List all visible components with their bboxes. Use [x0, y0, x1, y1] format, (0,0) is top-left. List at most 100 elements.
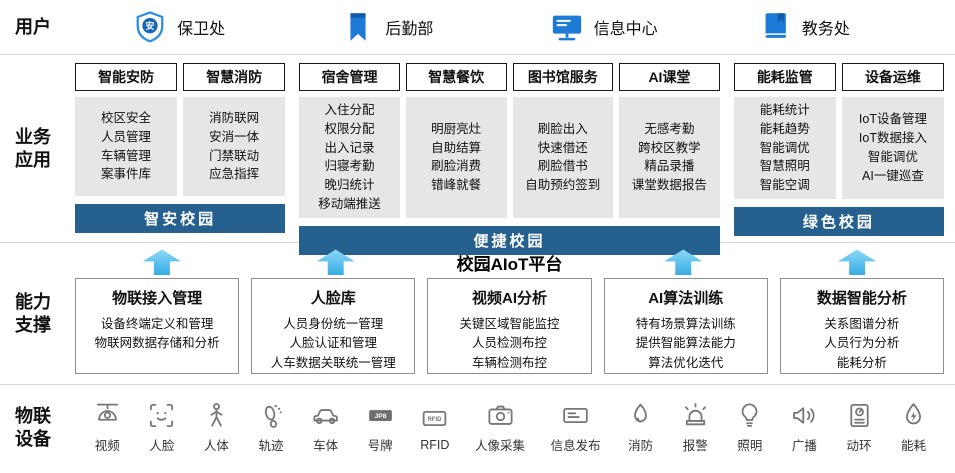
business-strip: 智能安防 校区安全 人员管理 车辆管理 案事件库 智慧消防 消防联网 安消一体 … [66, 55, 955, 255]
business-column-items: 明厨亮灶 自助结算 刷脸消费 错峰就餐 [405, 97, 507, 218]
device-item-track: 轨迹 [257, 401, 286, 454]
section-label-capability: 能力支撑 [15, 292, 51, 335]
user-label: 保卫处 [177, 21, 226, 38]
platform-box-title: 视频AI分析 [472, 289, 548, 307]
business-column-smart-fire: 智慧消防 消防联网 安消一体 门禁联动 应急指挥 [183, 63, 286, 196]
device-label: 动环 [846, 439, 872, 453]
business-column-header: 图书馆服务 [512, 63, 614, 91]
device-label: 信息发布 [550, 439, 601, 453]
up-arrow-icon [316, 249, 355, 276]
business-column-device-ops: 设备运维 IoT设备管理 IoT数据接入 智能调优 AI一键巡查 [841, 63, 944, 199]
env-monitor-icon [849, 403, 869, 428]
speaker-icon [793, 407, 815, 424]
device-label: 人体 [203, 439, 229, 453]
device-label: 轨迹 [258, 439, 284, 453]
platform-boxes: 物联接入管理 设备终端定义和管理 物联网数据存储和分析 人脸库 人员身份统一管理… [75, 277, 945, 374]
capability-row: 能力支撑 校园AIoT平台 物联接入管理 设备终端定义和管理 物联网数据存储和分… [0, 242, 955, 384]
device-item-env-monitor: 动环 [845, 401, 874, 454]
platform-strip: 校园AIoT平台 物联接入管理 设备终端定义和管理 物联网数据存储和分析 人脸库… [66, 243, 955, 384]
device-label: 人像采集 [475, 439, 526, 453]
business-column-header: 宿舍管理 [299, 63, 400, 91]
shield-icon: 安 [136, 11, 164, 43]
platform-box-title: AI算法训练 [648, 289, 724, 307]
business-column-items: 消防联网 安消一体 门禁联动 应急指挥 [183, 97, 286, 196]
device-label: 广播 [791, 439, 817, 453]
walking-person-icon [210, 403, 223, 427]
platform-box-lines: 人员身份统一管理 人脸认证和管理 人车数据关联统一管理 [270, 316, 396, 370]
device-item-face: 人脸 [147, 401, 176, 454]
device-label: 报警 [682, 439, 708, 453]
monitor-icon [552, 15, 581, 41]
platform-box-iot-access: 物联接入管理 设备终端定义和管理 物联网数据存储和分析 [75, 277, 240, 374]
up-arrow-icon [142, 249, 181, 276]
svg-text:JP8: JP8 [374, 413, 386, 420]
device-label: 人脸 [149, 439, 175, 453]
business-column-library: 图书馆服务 刷脸出入 快速借还 刷脸借书 自助预约签到 [512, 63, 614, 218]
platform-box-title: 物联接入管理 [112, 289, 203, 307]
device-item-info-display: 信息发布 [551, 401, 601, 454]
footprint-icon [264, 404, 282, 428]
user-label: 教务处 [801, 21, 850, 38]
platform-box-face-library: 人脸库 人员身份统一管理 人脸认证和管理 人车数据关联统一管理 [251, 277, 416, 374]
device-item-vehicle: 车体 [311, 401, 340, 454]
up-arrow-icon [664, 249, 703, 276]
platform-box-title: 人脸库 [310, 289, 356, 307]
cctv-icon [96, 403, 118, 421]
license-plate-icon: JP8 [368, 410, 392, 421]
users-strip: 安 保卫处 后勤部 信息中心 [66, 0, 955, 54]
device-item-lighting: 照明 [735, 401, 764, 454]
device-item-alarm: 报警 [681, 401, 710, 454]
user-label: 信息中心 [593, 21, 658, 38]
business-group-bar: 智安校园 [75, 204, 286, 233]
rfid-icon: RFID [423, 410, 447, 426]
device-label: 能耗 [901, 439, 927, 453]
section-label-devices: 物联设备 [15, 406, 51, 449]
device-item-energy: 能耗 [899, 401, 928, 454]
bulb-icon [741, 403, 758, 427]
platform-box-ai-training: AI算法训练 特有场景算法训练 提供智能算法能力 算法优化迭代 [603, 277, 768, 374]
business-column-header: 设备运维 [841, 63, 944, 91]
business-column-dormitory: 宿舍管理 入住分配 权限分配 出入记录 归寝考勤 晚归统计 移动端推送 [299, 63, 400, 218]
platform-box-lines: 关系图谱分析 人员行为分析 能耗分析 [824, 316, 900, 370]
user-label: 后勤部 [385, 21, 434, 38]
platform-box-title: 数据智能分析 [816, 289, 907, 307]
device-item-body: 人体 [202, 401, 231, 454]
section-label-business: 业务应用 [15, 127, 51, 170]
display-screen-icon [563, 407, 588, 424]
business-group-smart-safe-campus: 智能安防 校区安全 人员管理 车辆管理 案事件库 智慧消防 消防联网 安消一体 … [75, 63, 286, 233]
business-column-energy: 能耗监管 能耗统计 能耗趋势 智能调优 智慧照明 智能空调 [733, 63, 836, 199]
alarm-icon [684, 402, 706, 426]
business-column-header: AI课堂 [619, 63, 720, 91]
user-item-security-dept: 安 保卫处 [133, 10, 263, 44]
energy-drop-icon [906, 403, 922, 425]
business-column-items: 无感考勤 跨校区教学 精品录播 课堂数据报告 [619, 97, 720, 218]
business-column-header: 能耗监管 [733, 63, 836, 91]
device-item-video: 视频 [93, 401, 122, 454]
business-row: 业务应用 智能安防 校区安全 人员管理 车辆管理 案事件库 智慧消防 消防联网 … [0, 54, 955, 255]
up-arrow-icon [838, 249, 877, 276]
device-label: 车体 [313, 439, 339, 453]
device-label: 号牌 [367, 439, 393, 453]
business-column-smart-security: 智能安防 校区安全 人员管理 车辆管理 案事件库 [75, 63, 178, 196]
business-group-bar: 绿色校园 [733, 206, 944, 236]
face-icon [150, 403, 174, 428]
device-item-broadcast: 广播 [790, 401, 819, 454]
business-column-dining: 智慧餐饮 明厨亮灶 自助结算 刷脸消费 错峰就餐 [405, 63, 507, 218]
device-label: RFID [420, 437, 450, 452]
business-column-items: 能耗统计 能耗趋势 智能调优 智慧照明 智能空调 [733, 97, 836, 199]
devices-strip: 视频 人脸 人体 [66, 385, 955, 470]
business-column-items: 校区安全 人员管理 车辆管理 案事件库 [75, 97, 178, 196]
device-item-fire: 消防 [626, 401, 655, 454]
business-group-convenient-campus: 宿舍管理 入住分配 权限分配 出入记录 归寝考勤 晚归统计 移动端推送 智慧餐饮… [299, 63, 720, 255]
platform-box-data-analysis: 数据智能分析 关系图谱分析 人员行为分析 能耗分析 [779, 277, 945, 374]
business-column-items: 刷脸出入 快速借还 刷脸借书 自助预约签到 [512, 97, 614, 218]
user-item-logistics-dept: 后勤部 [341, 10, 471, 44]
car-icon [313, 409, 338, 425]
book-icon [764, 13, 786, 38]
section-label-users: 用户 [15, 16, 51, 37]
business-column-header: 智慧餐饮 [405, 63, 507, 91]
devices-row: 物联设备 视频 人脸 [0, 384, 955, 470]
device-label: 照明 [737, 439, 763, 453]
business-column-ai-classroom: AI课堂 无感考勤 跨校区教学 精品录播 课堂数据报告 [619, 63, 720, 218]
